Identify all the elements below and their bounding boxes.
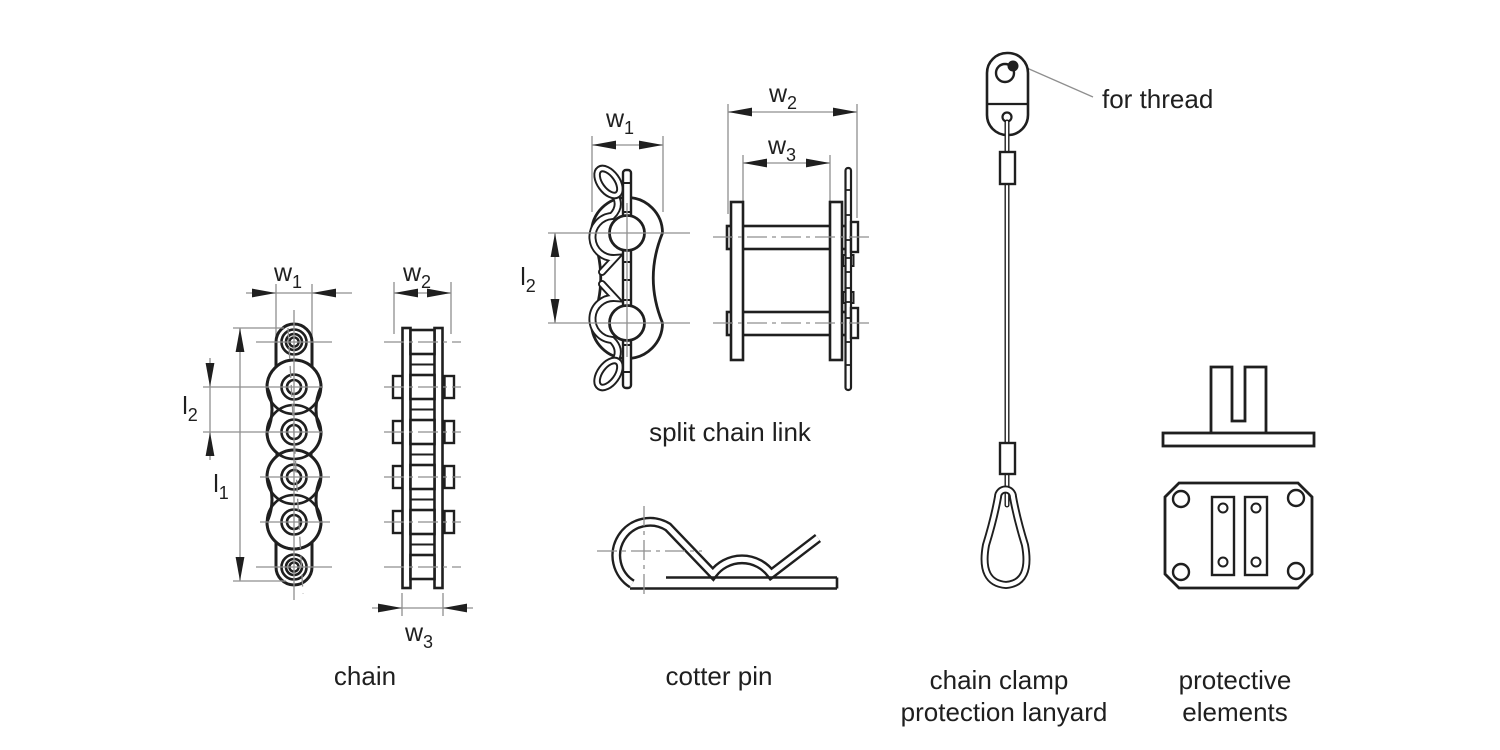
split-link-plate-right <box>828 200 844 362</box>
dim-label-w3: w3 <box>404 619 433 652</box>
chain-rollers <box>409 328 436 581</box>
cotter-pin-straight-leg <box>630 576 839 590</box>
dim-arrow <box>252 288 276 298</box>
dim-label-w2: w2 <box>402 259 431 292</box>
split-link-front-view <box>548 136 690 392</box>
protective-fork <box>1209 365 1268 438</box>
split-link-clip-side <box>844 166 853 392</box>
protective-base-bar <box>1161 431 1316 448</box>
cable-crimp <box>998 441 1017 476</box>
split-link-plate-left <box>729 200 745 362</box>
leader-line <box>1019 64 1094 98</box>
cable-crimp <box>998 150 1017 186</box>
caption-chain-clamp-line1: chain clamp <box>930 665 1069 695</box>
caption-protective-line2: elements <box>1182 697 1288 727</box>
split-link-side-view <box>713 104 871 392</box>
caption-split-chain-link: split chain link <box>649 417 812 447</box>
caption-cotter-pin: cotter pin <box>666 661 773 691</box>
dim-label-split-w1: w1 <box>605 105 634 138</box>
chain-front-view <box>203 284 352 600</box>
dim-label-split-w2: w2 <box>768 80 797 113</box>
dim-label-split-l2: l2 <box>520 263 536 296</box>
protective-elements-drawing <box>1161 365 1316 590</box>
caption-chain-clamp-line2: protection lanyard <box>901 697 1108 727</box>
dim-label-l1: l1 <box>213 470 229 503</box>
caption-chain: chain <box>334 661 396 691</box>
plate-slot <box>1243 495 1269 577</box>
for-thread-label: for thread <box>1102 84 1213 114</box>
split-link-clip-bottom <box>588 280 625 392</box>
thread-dot <box>1007 60 1019 72</box>
caption-protective-line1: protective <box>1179 665 1292 695</box>
plate-corner-hole <box>1171 562 1191 582</box>
plate-corner-hole <box>1286 561 1306 581</box>
plate-corner-hole <box>1286 488 1306 508</box>
chain-side-view <box>372 282 473 616</box>
protective-plate <box>1163 481 1314 590</box>
dim-arrow <box>312 288 336 298</box>
plate-slot <box>1210 495 1236 577</box>
split-link-clip-top <box>588 164 625 276</box>
dim-label-w1: w1 <box>273 259 302 292</box>
cotter-pin-drawing <box>597 506 839 596</box>
lanyard-drawing <box>980 51 1094 590</box>
dim-label-l2: l2 <box>182 392 198 425</box>
dim-label-split-w3: w3 <box>767 132 796 165</box>
plate-corner-hole <box>1171 489 1191 509</box>
